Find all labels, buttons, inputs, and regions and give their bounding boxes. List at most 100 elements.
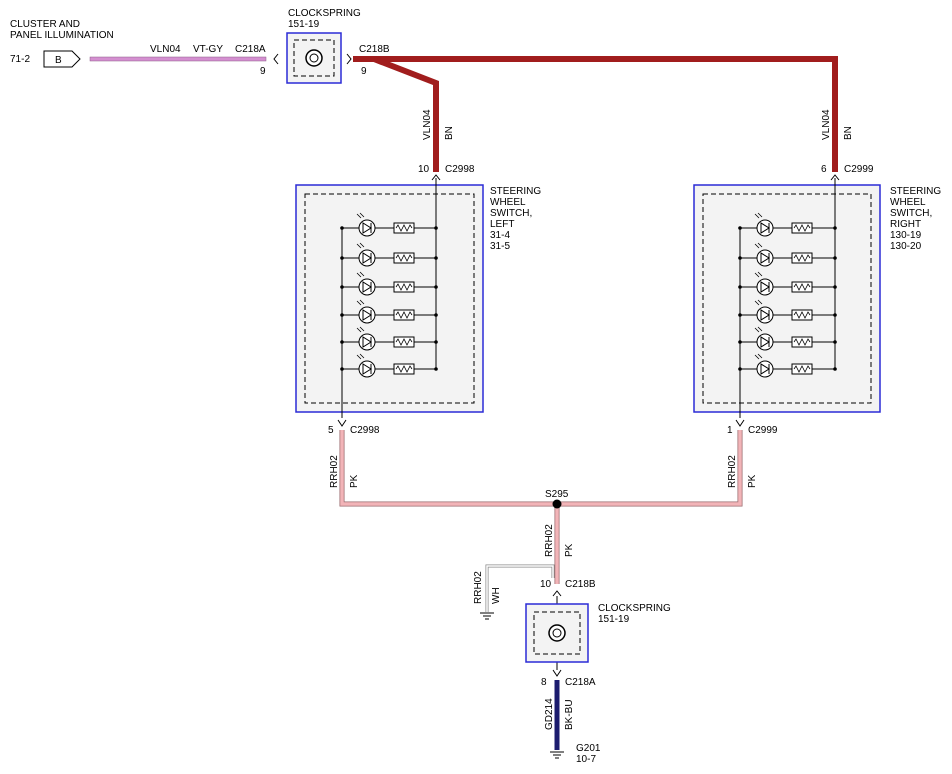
- clockspring-bottom-ref: 151-19: [598, 614, 630, 625]
- right-circuit-out-label: RRH02: [727, 455, 738, 488]
- wire-bn[interactable]: [353, 56, 838, 172]
- steering-wheel-switch-right[interactable]: [693, 178, 881, 418]
- clockspring-bottom-coil-icon: [548, 624, 566, 642]
- right-title-line4: RIGHT: [890, 219, 921, 230]
- connector-bottom-c218b-icon: [552, 590, 562, 597]
- resistor-icon: [791, 252, 813, 264]
- right-connector-in-label: C2999: [844, 164, 874, 175]
- resistor-icon: [791, 281, 813, 293]
- connector-c2999-in-icon: [830, 174, 840, 181]
- clockspring-top[interactable]: [286, 32, 342, 84]
- left-pin-in-label: 10: [418, 164, 430, 175]
- right-pin-out-label: 1: [727, 425, 733, 436]
- clockspring-top-title: CLOCKSPRING: [288, 8, 361, 19]
- resistor-icon: [791, 309, 813, 321]
- bottom-pin-out-label: 8: [541, 677, 547, 688]
- left-circuit-in-label: VLN04: [422, 109, 433, 140]
- wire-bk-bu[interactable]: [554, 680, 560, 750]
- right-pin-in-label: 6: [821, 164, 827, 175]
- right-title-line2: WHEEL: [890, 197, 926, 208]
- connector-b-shape: [43, 50, 81, 68]
- branch-color-label: WH: [491, 587, 502, 604]
- wire-vt-gy[interactable]: [89, 56, 267, 62]
- clockspring-bottom-title: CLOCKSPRING: [598, 603, 671, 614]
- left-title-line2: WHEEL: [490, 197, 526, 208]
- led-icon: [356, 299, 376, 324]
- resistor-icon: [393, 363, 415, 375]
- led-icon: [356, 271, 376, 296]
- left-connector-out-label: C2998: [350, 425, 380, 436]
- source-title-line2: PANEL ILLUMINATION: [10, 30, 114, 41]
- source-section: CLUSTER AND PANEL ILLUMINATION 71-2 B: [10, 19, 114, 68]
- left-color-out-label: PK: [349, 474, 360, 488]
- right-ref1[interactable]: 130-19: [890, 230, 922, 241]
- steering-wheel-switch-left[interactable]: [295, 178, 484, 418]
- splice-color-label: PK: [564, 543, 575, 557]
- ground-symbol-icon: [480, 612, 494, 620]
- right-title-line3: SWITCH,: [890, 208, 932, 219]
- ground-g201-icon: [550, 751, 564, 759]
- top-connector-out-label: C218B: [359, 44, 390, 55]
- led-icon: [356, 212, 376, 237]
- led-icon: [754, 353, 774, 378]
- top-pin-in-label: 9: [260, 66, 266, 77]
- right-color-out-label: PK: [747, 474, 758, 488]
- led-icon: [754, 242, 774, 267]
- ground-color-label: BK-BU: [564, 699, 575, 730]
- right-ref2[interactable]: 130-20: [890, 241, 922, 252]
- clockspring-bottom[interactable]: [525, 603, 589, 663]
- clockspring-top-ref: 151-19: [288, 19, 320, 30]
- left-connector-in-label: C2998: [445, 164, 475, 175]
- connector-c218b-icon: [346, 53, 352, 65]
- branch-circuit-label: RRH02: [473, 571, 484, 604]
- source-ref[interactable]: 71-2: [10, 54, 30, 65]
- splice-s295[interactable]: [552, 499, 562, 509]
- connector-letter: B: [55, 55, 62, 66]
- resistor-icon: [791, 222, 813, 234]
- left-title-line3: SWITCH,: [490, 208, 532, 219]
- led-icon: [356, 353, 376, 378]
- led-icon: [754, 271, 774, 296]
- right-title-line1: STEERING: [890, 186, 941, 197]
- ground-name-label: G201: [576, 743, 601, 754]
- led-icon: [754, 326, 774, 351]
- top-circuit-label: VLN04: [150, 44, 181, 55]
- right-color-in-label: BN: [843, 126, 854, 140]
- resistor-icon: [791, 363, 813, 375]
- ground-ref-label[interactable]: 10-7: [576, 754, 596, 765]
- wire-pk[interactable]: [339, 430, 743, 584]
- ground-circuit-label: GD214: [544, 698, 555, 730]
- resistor-icon: [393, 309, 415, 321]
- left-ref1[interactable]: 31-4: [490, 230, 510, 241]
- connector-c2999-out-icon: [735, 419, 745, 427]
- bottom-connector-out-label: C218A: [565, 677, 596, 688]
- right-circuit-in-label: VLN04: [821, 109, 832, 140]
- resistor-icon: [393, 336, 415, 348]
- led-icon: [754, 212, 774, 237]
- top-color-label: VT-GY: [193, 44, 223, 55]
- left-title-line1: STEERING: [490, 186, 541, 197]
- right-connector-out-label: C2999: [748, 425, 778, 436]
- resistor-icon: [393, 252, 415, 264]
- left-color-in-label: BN: [444, 126, 455, 140]
- bottom-pin-in-label: 10: [540, 579, 552, 590]
- led-icon: [356, 326, 376, 351]
- right-led-array: [738, 178, 837, 418]
- top-pin-out-label: 9: [361, 66, 367, 77]
- connector-bottom-c218a-icon: [552, 669, 562, 677]
- source-title-line1: CLUSTER AND: [10, 19, 80, 30]
- connector-c2998-out-icon: [337, 419, 347, 427]
- top-connector-in-label: C218A: [235, 44, 266, 55]
- left-pin-out-label: 5: [328, 425, 334, 436]
- bottom-connector-in-label: C218B: [565, 579, 596, 590]
- clockspring-coil-icon: [305, 49, 323, 67]
- connector-c2998-in-icon: [431, 174, 441, 181]
- resistor-icon: [393, 281, 415, 293]
- left-title-line4: LEFT: [490, 219, 514, 230]
- left-circuit-out-label: RRH02: [329, 455, 340, 488]
- resistor-icon: [791, 336, 813, 348]
- left-led-array: [340, 178, 438, 418]
- left-ref2[interactable]: 31-5: [490, 241, 510, 252]
- led-icon: [754, 299, 774, 324]
